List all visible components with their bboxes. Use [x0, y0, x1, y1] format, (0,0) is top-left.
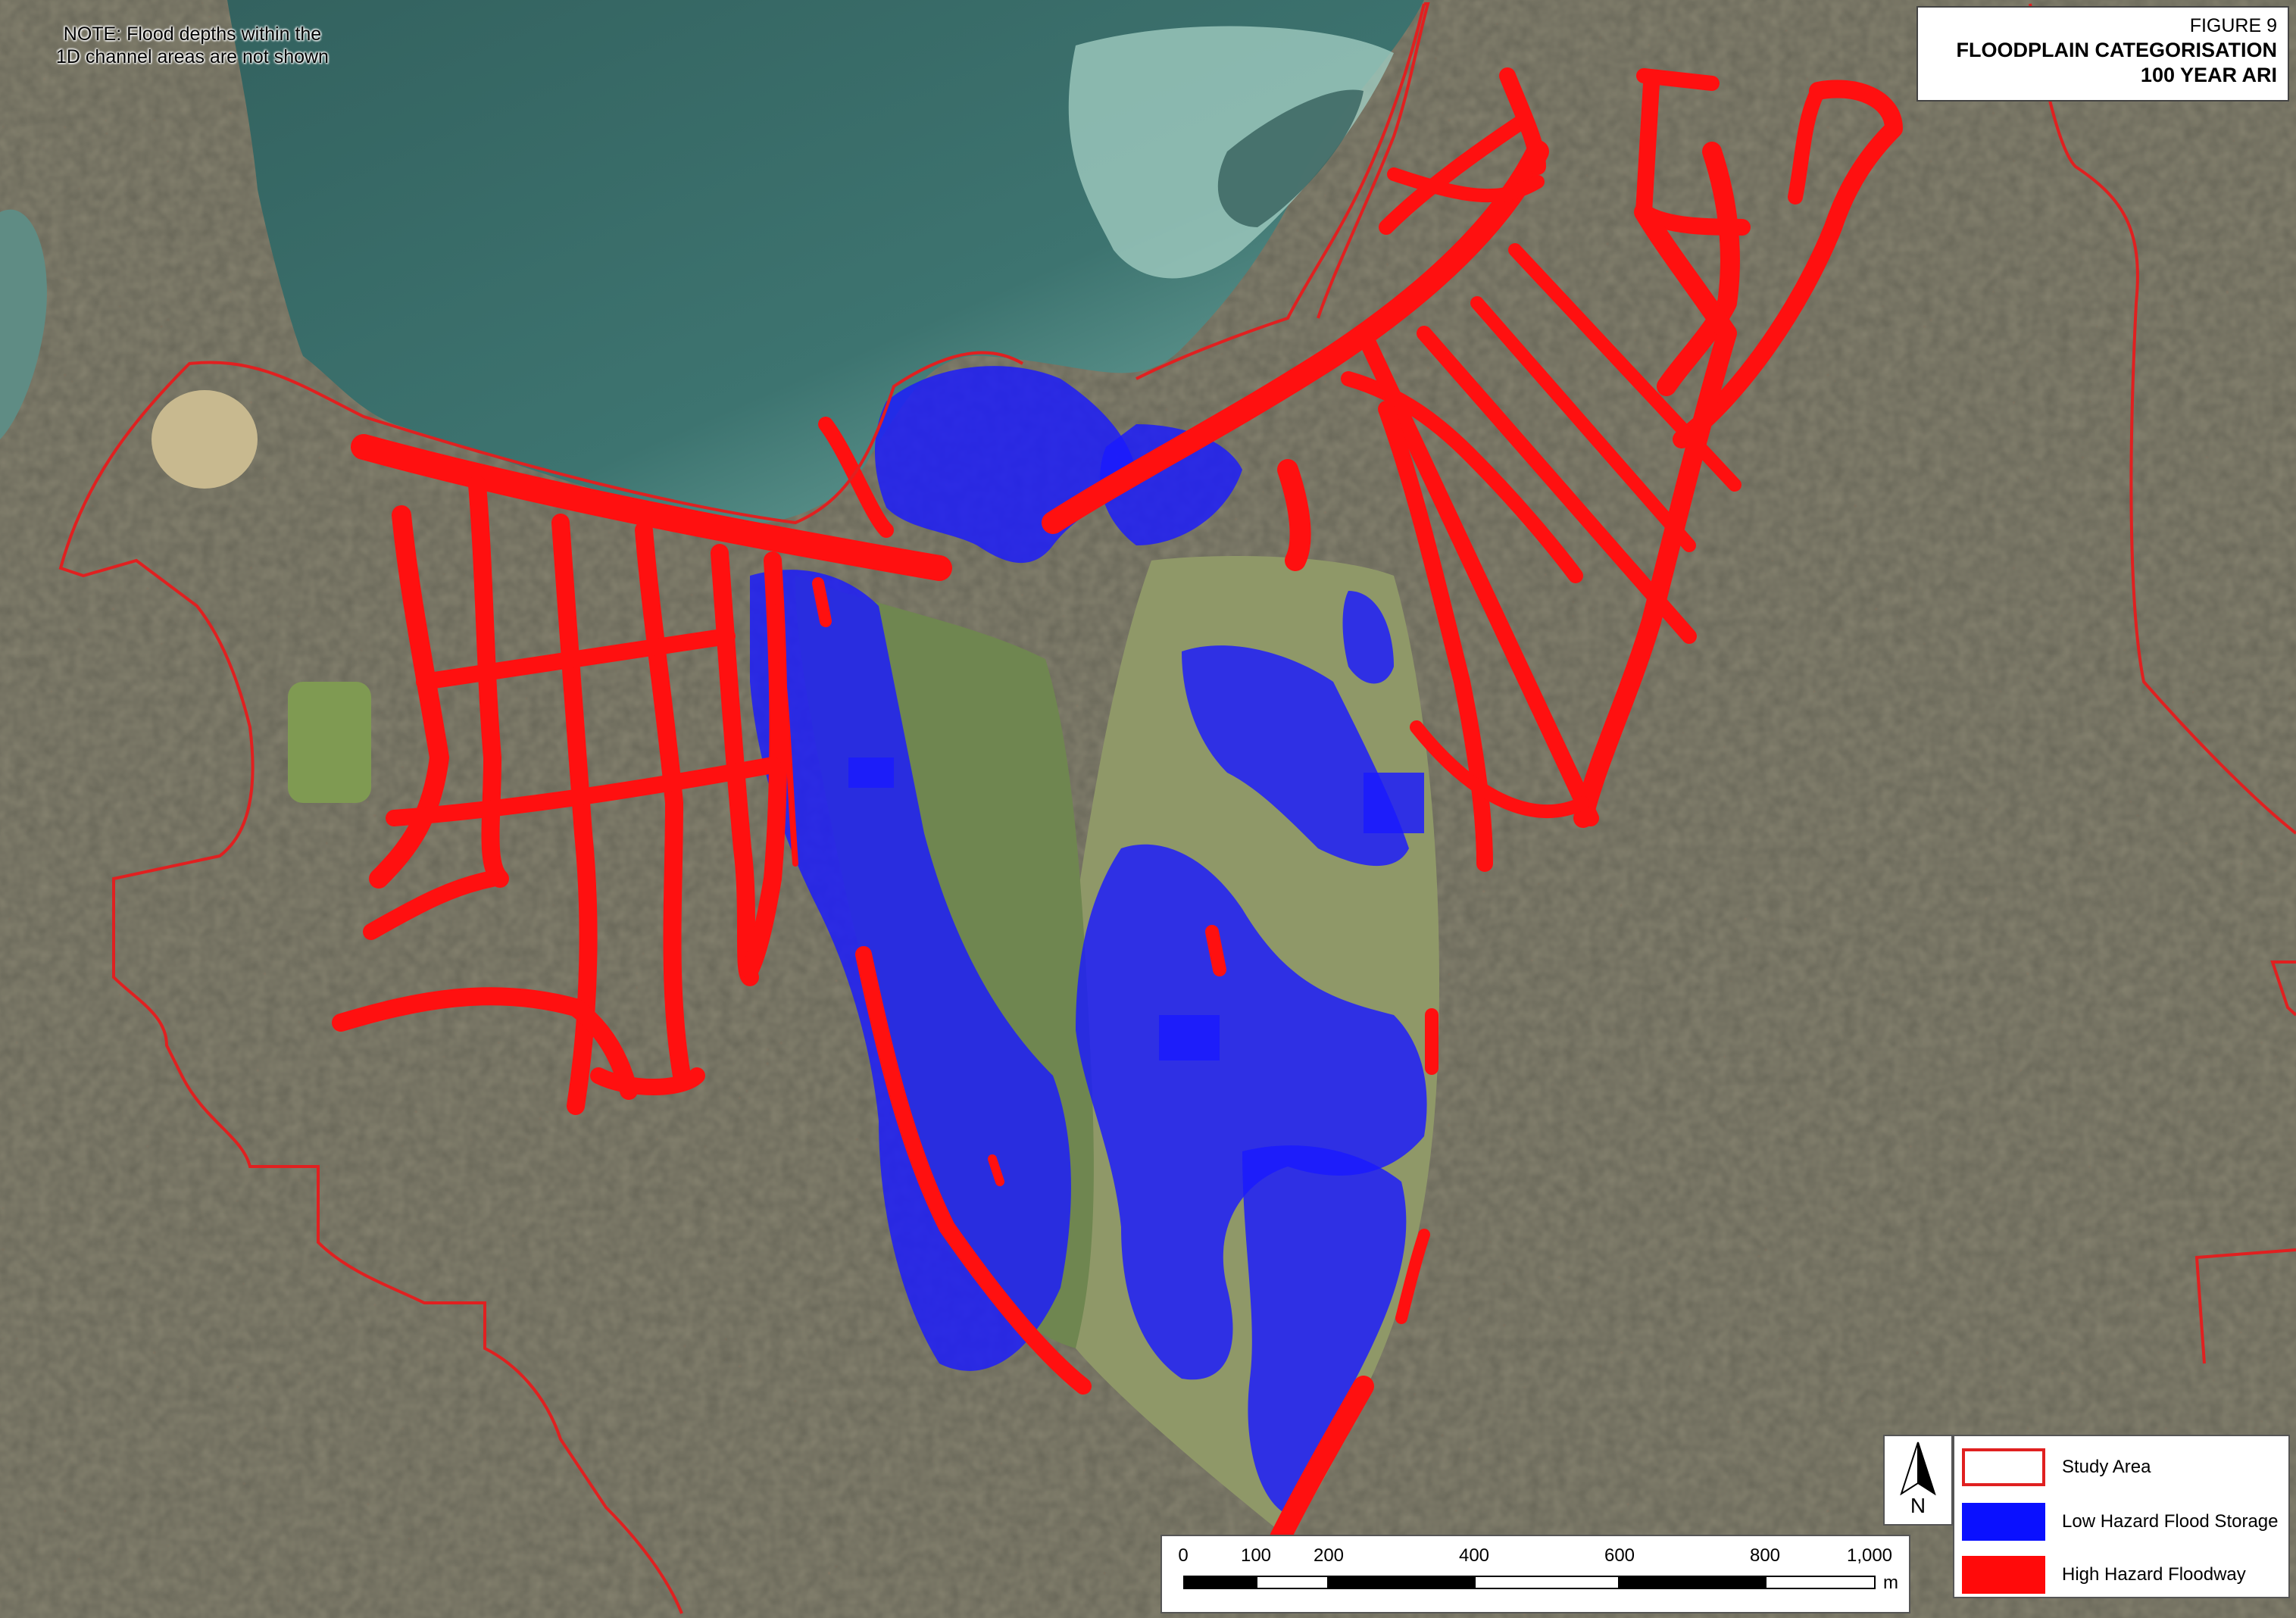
- scale-tick-400: 400: [1458, 1545, 1490, 1566]
- scale-unit: m: [1883, 1573, 1898, 1593]
- scale-tick-800: 800: [1749, 1545, 1781, 1566]
- legend-label-study-area: Study Area: [2062, 1457, 2151, 1477]
- sand-bank-dark: [1217, 89, 1364, 227]
- scale-tick-0: 0: [1178, 1545, 1189, 1566]
- scale-tick-600: 600: [1604, 1545, 1635, 1566]
- figure-subtitle: 100 YEAR ARI: [2140, 64, 2277, 86]
- study-area-boundary: [58, 2, 1430, 1614]
- north-letter: N: [1910, 1494, 1926, 1517]
- scale-bar-seg-6: [1765, 1576, 1876, 1589]
- high-hazard-floodway: [332, 67, 1903, 1548]
- scale-bar: 0 100 200 400 600 800 1,000 m: [1160, 1535, 1910, 1613]
- legend-swatch-high-hazard: [1962, 1556, 2045, 1594]
- scale-tick-200: 200: [1313, 1545, 1345, 1566]
- title-block: FIGURE 9 FLOODPLAIN CATEGORISATION 100 Y…: [1916, 6, 2289, 102]
- figure-title: FLOODPLAIN CATEGORISATION: [1956, 39, 2277, 61]
- legend-swatch-low-hazard: [1962, 1503, 2045, 1541]
- north-arrow: N: [1883, 1435, 1953, 1526]
- map-note-line-2: 1D channel areas are not shown: [56, 46, 329, 67]
- left-bay-water: [0, 209, 47, 439]
- legend-item-high-hazard: High Hazard Floodway: [1962, 1554, 2288, 1600]
- scale-bar-seg-1: [1183, 1576, 1256, 1589]
- legend: Study Area Low Hazard Flood Storage High…: [1953, 1435, 2290, 1598]
- low-hazard-flood-storage: [750, 366, 1427, 1515]
- scale-bar-seg-3: [1329, 1576, 1474, 1589]
- legend-item-low-hazard: Low Hazard Flood Storage: [1962, 1501, 2288, 1547]
- sports-oval-west: [152, 390, 258, 489]
- scale-tick-1000: 1,000: [1846, 1545, 1893, 1566]
- scale-bar-seg-2: [1256, 1576, 1329, 1589]
- sports-field: [288, 682, 371, 803]
- legend-swatch-study-area: [1962, 1448, 2045, 1486]
- legend-label-low-hazard: Low Hazard Flood Storage: [2062, 1511, 2279, 1532]
- scale-bar-seg-4: [1474, 1576, 1620, 1589]
- scale-bar-seg-5: [1620, 1576, 1765, 1589]
- north-arrow-icon: [1900, 1442, 1936, 1495]
- scale-tick-100: 100: [1240, 1545, 1272, 1566]
- figure-label: FIGURE 9: [2189, 15, 2277, 36]
- legend-item-study-area: Study Area: [1962, 1447, 2288, 1492]
- map-note-line-1: NOTE: Flood depths within the: [63, 23, 322, 45]
- map-note: NOTE: Flood depths within the 1D channel…: [33, 23, 351, 68]
- legend-label-high-hazard: High Hazard Floodway: [2062, 1564, 2246, 1585]
